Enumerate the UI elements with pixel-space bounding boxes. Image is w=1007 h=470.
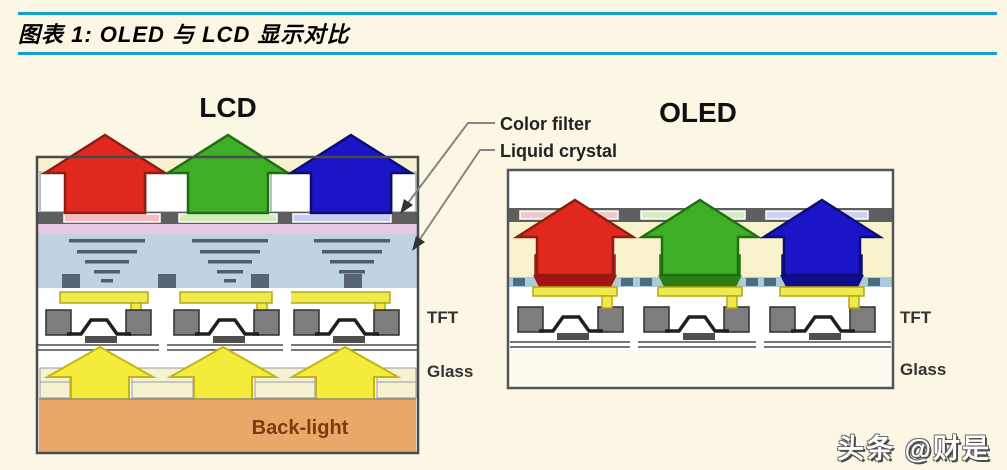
oled-heading: OLED bbox=[659, 97, 737, 128]
lcd-box-border bbox=[35, 155, 420, 455]
color-filter-arrowhead-icon bbox=[400, 199, 413, 214]
color-filter-leader-line bbox=[401, 122, 495, 212]
lcd-color-filter-layer bbox=[37, 212, 418, 224]
lcd-glass-label: Glass bbox=[427, 362, 473, 381]
lcd-backlight-layer: Back-light bbox=[39, 398, 416, 452]
oled-glass-label: Glass bbox=[900, 360, 946, 379]
liquid-crystal-label: Liquid crystal bbox=[500, 141, 617, 161]
oled-box-border bbox=[506, 168, 895, 390]
figure-title: 图表 1: OLED 与 LCD 显示对比 bbox=[18, 22, 350, 47]
color-filter-label: Color filter bbox=[500, 114, 591, 134]
oled-green-light-arrow bbox=[637, 198, 763, 277]
oled-red-light-arrow bbox=[512, 198, 638, 277]
oled-pixel-gap bbox=[756, 305, 764, 350]
oled-tft-label: TFT bbox=[900, 308, 932, 327]
liquid-crystal-leader-line bbox=[413, 149, 495, 249]
lcd-red-light-arrow bbox=[40, 133, 170, 215]
header-rule-top bbox=[18, 12, 997, 15]
lcd-tft-label: TFT bbox=[427, 308, 459, 327]
oled-lcd-comparison-diagram: Back-light LCD TFT Glass Color filter Li… bbox=[35, 92, 946, 455]
oled-diagram: OLED TFT Glass bbox=[506, 97, 946, 390]
lcd-substrate-line bbox=[37, 344, 418, 346]
backlight-light-arrows bbox=[43, 345, 402, 401]
header-rule-bottom bbox=[18, 52, 997, 55]
lcd-pixel-gap bbox=[283, 290, 291, 352]
lcd-pixel-gap bbox=[159, 290, 167, 352]
callout-labels: Color filter Liquid crystal bbox=[400, 114, 617, 251]
watermark: 头条 @财是 bbox=[837, 434, 991, 464]
oled-substrate-line bbox=[510, 346, 891, 348]
lcd-blue-light-arrow bbox=[286, 133, 416, 215]
oled-pixel-gap bbox=[630, 305, 638, 350]
oled-blue-light-arrow bbox=[759, 198, 885, 277]
backlight-label: Back-light bbox=[252, 417, 349, 439]
lcd-liquid-crystal-layer bbox=[37, 234, 418, 288]
lcd-diagram: Back-light LCD TFT Glass bbox=[35, 92, 473, 455]
lcd-spacer-blocks bbox=[62, 274, 362, 288]
lcd-common-electrode-layer bbox=[37, 224, 418, 234]
lcd-green-light-arrow bbox=[163, 133, 293, 215]
liquid-crystal-arrowhead-icon bbox=[412, 236, 425, 251]
oled-substrate-line bbox=[510, 341, 891, 343]
oled-glass-layer bbox=[510, 350, 891, 386]
lcd-heading: LCD bbox=[199, 92, 257, 123]
